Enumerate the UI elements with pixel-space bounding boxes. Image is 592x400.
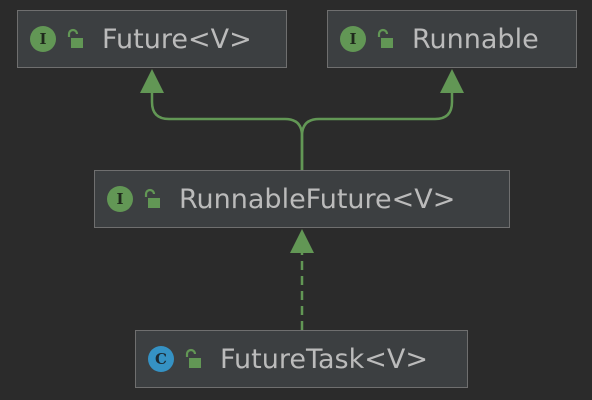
unlocked-icon	[185, 348, 201, 368]
node-future[interactable]: I Future<V>	[17, 10, 287, 68]
edge-runnablefuture-to-future	[150, 88, 304, 170]
interface-icon: I	[30, 26, 56, 52]
unlocked-icon	[377, 28, 393, 48]
node-runnable-future[interactable]: I RunnableFuture<V>	[94, 170, 510, 228]
node-label: Future<V>	[102, 23, 252, 55]
edge-runnablefuture-to-runnable	[300, 88, 454, 170]
unlocked-icon	[144, 188, 160, 208]
node-future-task[interactable]: C FutureTask<V>	[135, 330, 468, 388]
interface-icon: I	[107, 186, 133, 212]
node-label: RunnableFuture<V>	[179, 183, 456, 215]
node-runnable[interactable]: I Runnable	[327, 10, 577, 68]
edge-arrowhead-future	[140, 69, 164, 93]
edge-arrowhead-runnable	[440, 69, 464, 93]
unlocked-icon	[67, 28, 83, 48]
edge-arrowhead-runnablefuture	[290, 229, 314, 253]
class-icon: C	[148, 346, 174, 372]
node-label: FutureTask<V>	[220, 343, 428, 375]
node-label: Runnable	[412, 23, 539, 55]
interface-icon: I	[340, 26, 366, 52]
